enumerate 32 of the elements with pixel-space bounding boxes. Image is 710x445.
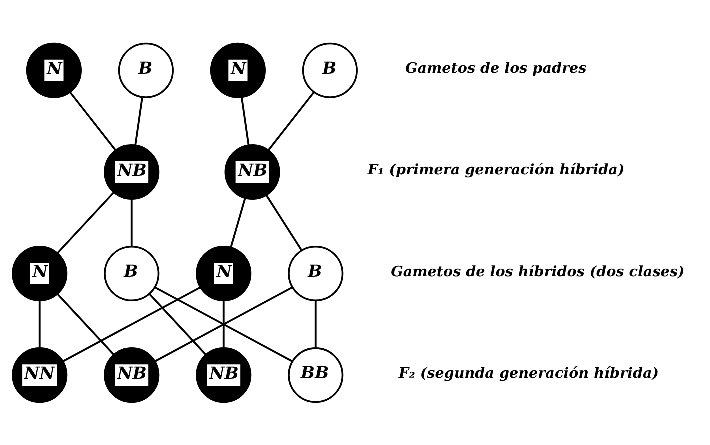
connector: [134, 96, 144, 146]
node-circle: BB: [288, 347, 344, 403]
connector: [314, 300, 317, 348]
connector: [148, 292, 207, 356]
node-circle: NN: [12, 347, 68, 403]
label: F₂ (segunda generación híbrida): [398, 365, 660, 382]
connector: [70, 91, 117, 151]
node-circle: B: [288, 246, 344, 302]
node-circle: NB: [196, 347, 252, 403]
node-circle: B: [302, 42, 358, 98]
connector: [222, 300, 225, 348]
node-circle: NB: [104, 144, 160, 200]
connector: [56, 191, 115, 254]
connector: [266, 194, 303, 251]
node-circle: NB: [224, 144, 280, 200]
connector: [63, 286, 202, 362]
connector: [56, 292, 115, 356]
node-circle: B: [118, 42, 174, 98]
node-circle: N: [26, 42, 82, 98]
connector: [38, 300, 41, 348]
label: Gametos de los padres: [405, 60, 587, 77]
label: F₁ (primera generación híbrida): [368, 162, 625, 178]
connector: [268, 91, 315, 151]
node-circle: B: [104, 246, 160, 302]
label: Gametos de los híbridos (dos clases): [391, 264, 685, 280]
node-circle: N: [196, 246, 252, 302]
node-circle: N: [210, 42, 266, 98]
node-circle: NB: [104, 347, 160, 403]
node-circle: N: [12, 246, 68, 302]
connector: [240, 96, 250, 146]
connector: [230, 198, 246, 248]
connector: [130, 198, 133, 246]
